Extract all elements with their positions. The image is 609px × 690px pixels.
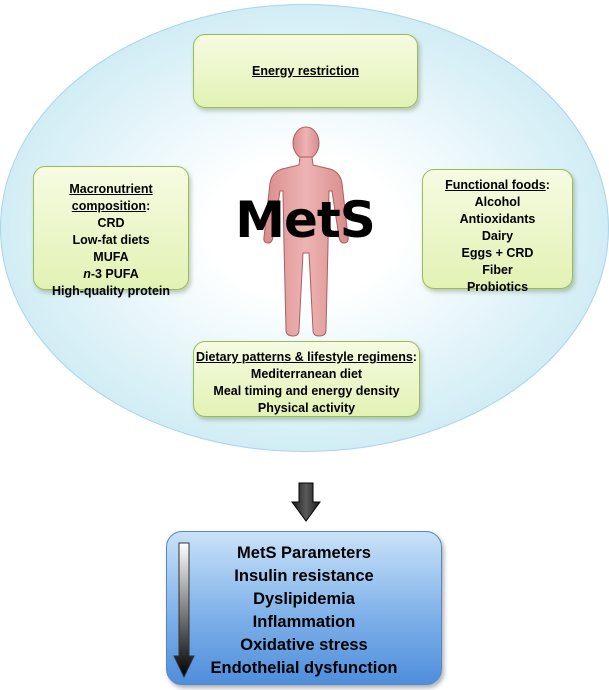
functional-item: Fiber [482, 263, 513, 277]
functional-foods-box: Functional foods: Alcohol Antioxidants D… [422, 169, 573, 294]
params-item: Inflammation [252, 613, 356, 631]
params-item: Insulin resistance [234, 567, 374, 585]
dietary-title: Dietary patterns & lifestyle regimens [196, 350, 413, 364]
arrow-down-icon [291, 482, 321, 522]
macro-title: Macronutrient composition [69, 182, 153, 213]
human-body-icon [263, 126, 349, 337]
energy-title: Energy restriction [252, 63, 359, 78]
dietary-item: Meal timing and energy density [213, 384, 400, 398]
params-item: Dyslipidemia [253, 590, 355, 608]
macro-item: n-3 PUFA [83, 267, 139, 281]
functional-item: Dairy [481, 229, 514, 243]
functional-item: Probiotics [466, 280, 529, 294]
macro-item: MUFA [93, 250, 129, 264]
mets-center-label: MetS [235, 191, 376, 249]
functional-title: Functional foods [445, 178, 546, 192]
decrease-arrow-icon [173, 542, 195, 678]
params-item: Oxidative stress [240, 636, 368, 654]
params-item: MetS Parameters [237, 544, 371, 562]
dietary-item: Mediterranean diet [250, 367, 363, 381]
dietary-patterns-box: Dietary patterns & lifestyle regimens: M… [193, 341, 420, 417]
functional-item: Eggs + CRD [461, 246, 534, 260]
dietary-item: Physical activity [257, 401, 356, 415]
energy-restriction-box: Energy restriction [193, 34, 418, 108]
macro-item: Low-fat diets [72, 233, 150, 247]
macro-item: High-quality protein [51, 284, 171, 298]
macro-item: CRD [97, 216, 125, 230]
functional-item: Alcohol [474, 195, 521, 209]
functional-item: Antioxidants [459, 212, 536, 226]
mets-parameters-box: MetS Parameters Insulin resistance Dysli… [166, 531, 442, 685]
macronutrient-box: Macronutrient composition: CRD Low-fat d… [33, 166, 189, 298]
params-item: Endothelial dysfunction [210, 659, 398, 677]
